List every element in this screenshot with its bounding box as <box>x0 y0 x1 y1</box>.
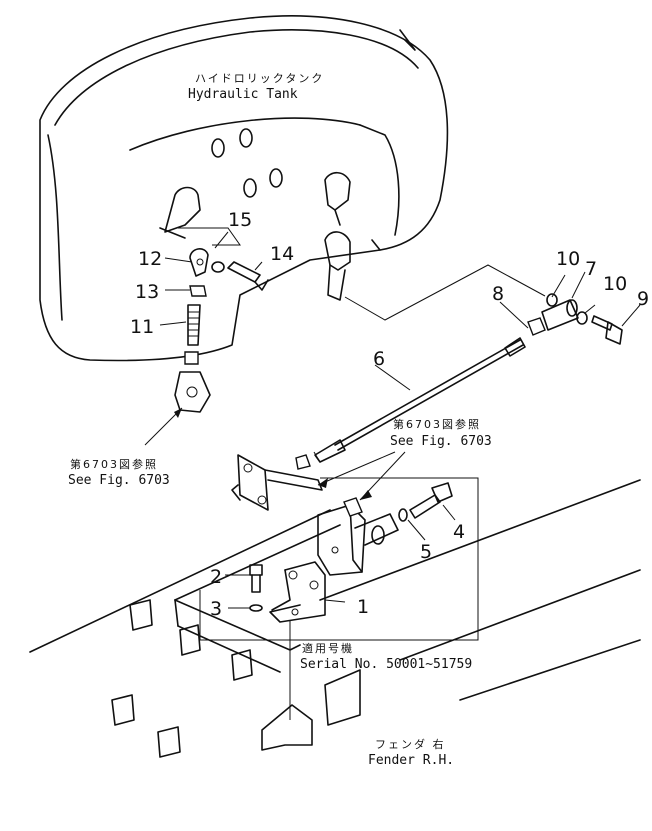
part-label-2: 2 <box>210 566 222 588</box>
lower-nut-and-clevis <box>174 351 211 413</box>
part-13-nut <box>189 285 207 297</box>
part-2-bolt <box>249 564 263 593</box>
tank-label-jp: ハイドロリックタンク <box>195 72 324 85</box>
part-10-washer-right <box>576 311 588 325</box>
connection-leader <box>344 264 546 321</box>
part-8-nut <box>527 317 546 336</box>
part-label-5: 5 <box>420 541 432 563</box>
part-label-12: 12 <box>138 248 162 270</box>
part-14-bolt <box>211 261 269 291</box>
arrow-head-mid <box>318 478 328 488</box>
part-label-4: 4 <box>453 521 465 543</box>
part-12-elbow <box>189 248 209 277</box>
tank-fitting-lower <box>324 231 351 301</box>
arrow-head-left <box>174 408 182 418</box>
arrow-head-right <box>360 490 372 500</box>
hydraulic-tank <box>39 15 449 362</box>
part-7-rod-end <box>541 299 579 331</box>
ref1-label-en: See Fig. 6703 <box>68 473 170 488</box>
lower-bracket <box>261 704 313 751</box>
ref2-label-en: See Fig. 6703 <box>390 434 492 449</box>
part-label-15: 15 <box>228 209 252 231</box>
part-label-14: 14 <box>270 243 294 265</box>
part-10-washer-left <box>546 293 558 307</box>
tank-fitting-left <box>159 186 201 239</box>
part-number-labels: 1 2 3 4 5 6 7 8 9 10 10 11 12 13 14 15 <box>130 209 649 620</box>
part-3-washer <box>249 604 263 612</box>
fender-blocks <box>111 599 361 758</box>
mounting-bracket-upper <box>317 497 399 576</box>
serial-label-jp: 適用号機 <box>302 641 354 655</box>
part-label-3: 3 <box>210 598 222 620</box>
part-9-bolt <box>591 315 623 345</box>
part-label-9: 9 <box>637 288 649 310</box>
part-label-1: 1 <box>357 596 369 618</box>
part-label-10-left: 10 <box>556 248 580 270</box>
text-annotations: ハイドロリックタンク Hydraulic Tank 第6703図参照 See F… <box>68 72 492 768</box>
serial-label-en: Serial No. 50001~51759 <box>300 657 472 672</box>
ref1-label-jp: 第6703図参照 <box>70 457 158 471</box>
machine-body-outline <box>29 479 641 701</box>
part-5-washer <box>398 508 408 522</box>
part-label-13: 13 <box>135 281 159 303</box>
part-4-bolt <box>409 482 453 519</box>
ref2-label-jp: 第6703図参照 <box>393 417 481 431</box>
rod-end-plate <box>231 454 323 511</box>
tank-label-en: Hydraulic Tank <box>188 87 298 102</box>
detail-inset-frame <box>199 477 479 641</box>
part-label-11: 11 <box>130 316 154 338</box>
part-11-threaded-rod <box>187 304 201 346</box>
fender-label-en: Fender R.H. <box>368 753 454 768</box>
part-label-7: 7 <box>585 258 597 280</box>
part-label-10-right: 10 <box>603 273 627 295</box>
part-6-rod <box>313 337 526 463</box>
part-label-8: 8 <box>492 283 504 305</box>
part-15-bracket-group <box>178 227 241 246</box>
tank-fitting-upper <box>324 171 351 226</box>
fender-label-jp: フェンダ 右 <box>375 737 446 751</box>
part-label-6: 6 <box>373 348 385 370</box>
part-1-bracket <box>269 561 326 623</box>
